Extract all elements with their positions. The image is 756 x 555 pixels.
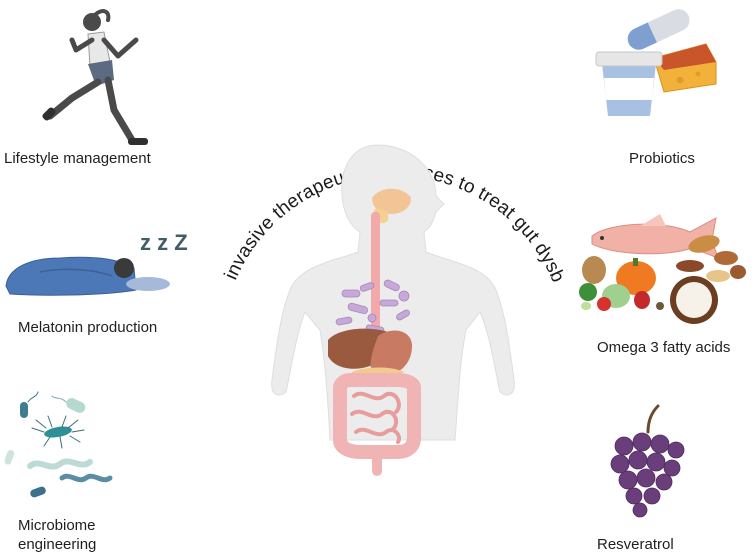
yogurt-lid — [595, 51, 663, 67]
capsule-pill — [627, 9, 690, 50]
microbe-flagellum — [27, 391, 39, 403]
small-intestine — [350, 391, 401, 444]
tomato — [597, 297, 611, 311]
runner-ponytail — [94, 9, 111, 22]
runner-leg-front — [104, 76, 136, 144]
runner-arm-back — [69, 37, 95, 53]
microbe-small — [4, 450, 15, 465]
cheese-rind — [654, 44, 716, 70]
pumpkin — [616, 261, 656, 295]
runner-leg-back — [46, 78, 102, 120]
runner-shoe-front — [128, 138, 148, 145]
broccoli — [579, 283, 597, 301]
microbe-flagellated — [44, 426, 72, 438]
omega3-foods-illustration — [579, 214, 746, 324]
fish-body — [591, 217, 719, 259]
pillow — [126, 277, 170, 291]
nut-almond — [714, 251, 738, 265]
grape-bunch — [610, 432, 685, 518]
label-lifestyle-management: Lifestyle management — [4, 150, 151, 167]
microbe-capsule — [66, 398, 86, 413]
nut-peanut — [688, 235, 720, 253]
label-microbiome-engineering-line2: engineering — [18, 536, 97, 553]
potato — [582, 256, 606, 284]
human-digestive-illustration — [271, 144, 515, 476]
microbe-spirillum-2 — [59, 473, 113, 483]
microbe-pili — [31, 415, 85, 449]
yogurt-label — [604, 78, 654, 100]
body-silhouette — [271, 144, 515, 441]
coconut-flesh — [676, 282, 712, 318]
stomach — [370, 330, 412, 377]
oral-cavity — [372, 188, 411, 214]
sleep-z-icon: z z Z — [140, 230, 188, 255]
pepper — [634, 291, 650, 309]
microbe-rod-2 — [30, 486, 46, 498]
runner-shoe-back — [42, 107, 56, 121]
nut-cashew — [706, 270, 730, 282]
cheese-hole — [676, 76, 684, 84]
gut-bacteria — [335, 279, 410, 334]
microbe-tail — [51, 395, 67, 403]
label-omega3-fatty-acids: Omega 3 fatty acids — [597, 339, 731, 356]
sleeper-head — [114, 258, 134, 278]
grape-stem — [646, 404, 660, 434]
blanket-fold — [39, 268, 113, 277]
rectum — [372, 450, 382, 476]
sleeper-illustration: z z Z — [5, 230, 188, 296]
cheese-hole-2 — [695, 71, 701, 77]
label-resveratrol: Resveratrol — [597, 536, 674, 553]
microbes-illustration — [4, 391, 113, 498]
fish-eye — [600, 236, 604, 240]
grapes-illustration — [610, 404, 685, 518]
cucumber-slice — [581, 302, 591, 310]
label-probiotics: Probiotics — [629, 150, 695, 167]
microbe-spirillum — [27, 458, 93, 470]
label-melatonin-production: Melatonin production — [18, 319, 158, 336]
esophagus — [371, 212, 380, 337]
large-intestine — [333, 373, 421, 459]
pumpkin-stem — [633, 258, 638, 266]
probiotics-illustration — [595, 9, 717, 116]
runner-head — [83, 13, 101, 31]
nut-hazel — [730, 265, 746, 279]
label-microbiome-engineering-line1: Microbiome — [18, 517, 96, 534]
microbe-rod — [20, 402, 28, 418]
nut-brazil — [676, 260, 704, 272]
fish-fin — [640, 214, 666, 226]
seeds — [656, 302, 664, 310]
runner-arm-front — [101, 37, 139, 59]
runner-illustration — [42, 9, 148, 145]
